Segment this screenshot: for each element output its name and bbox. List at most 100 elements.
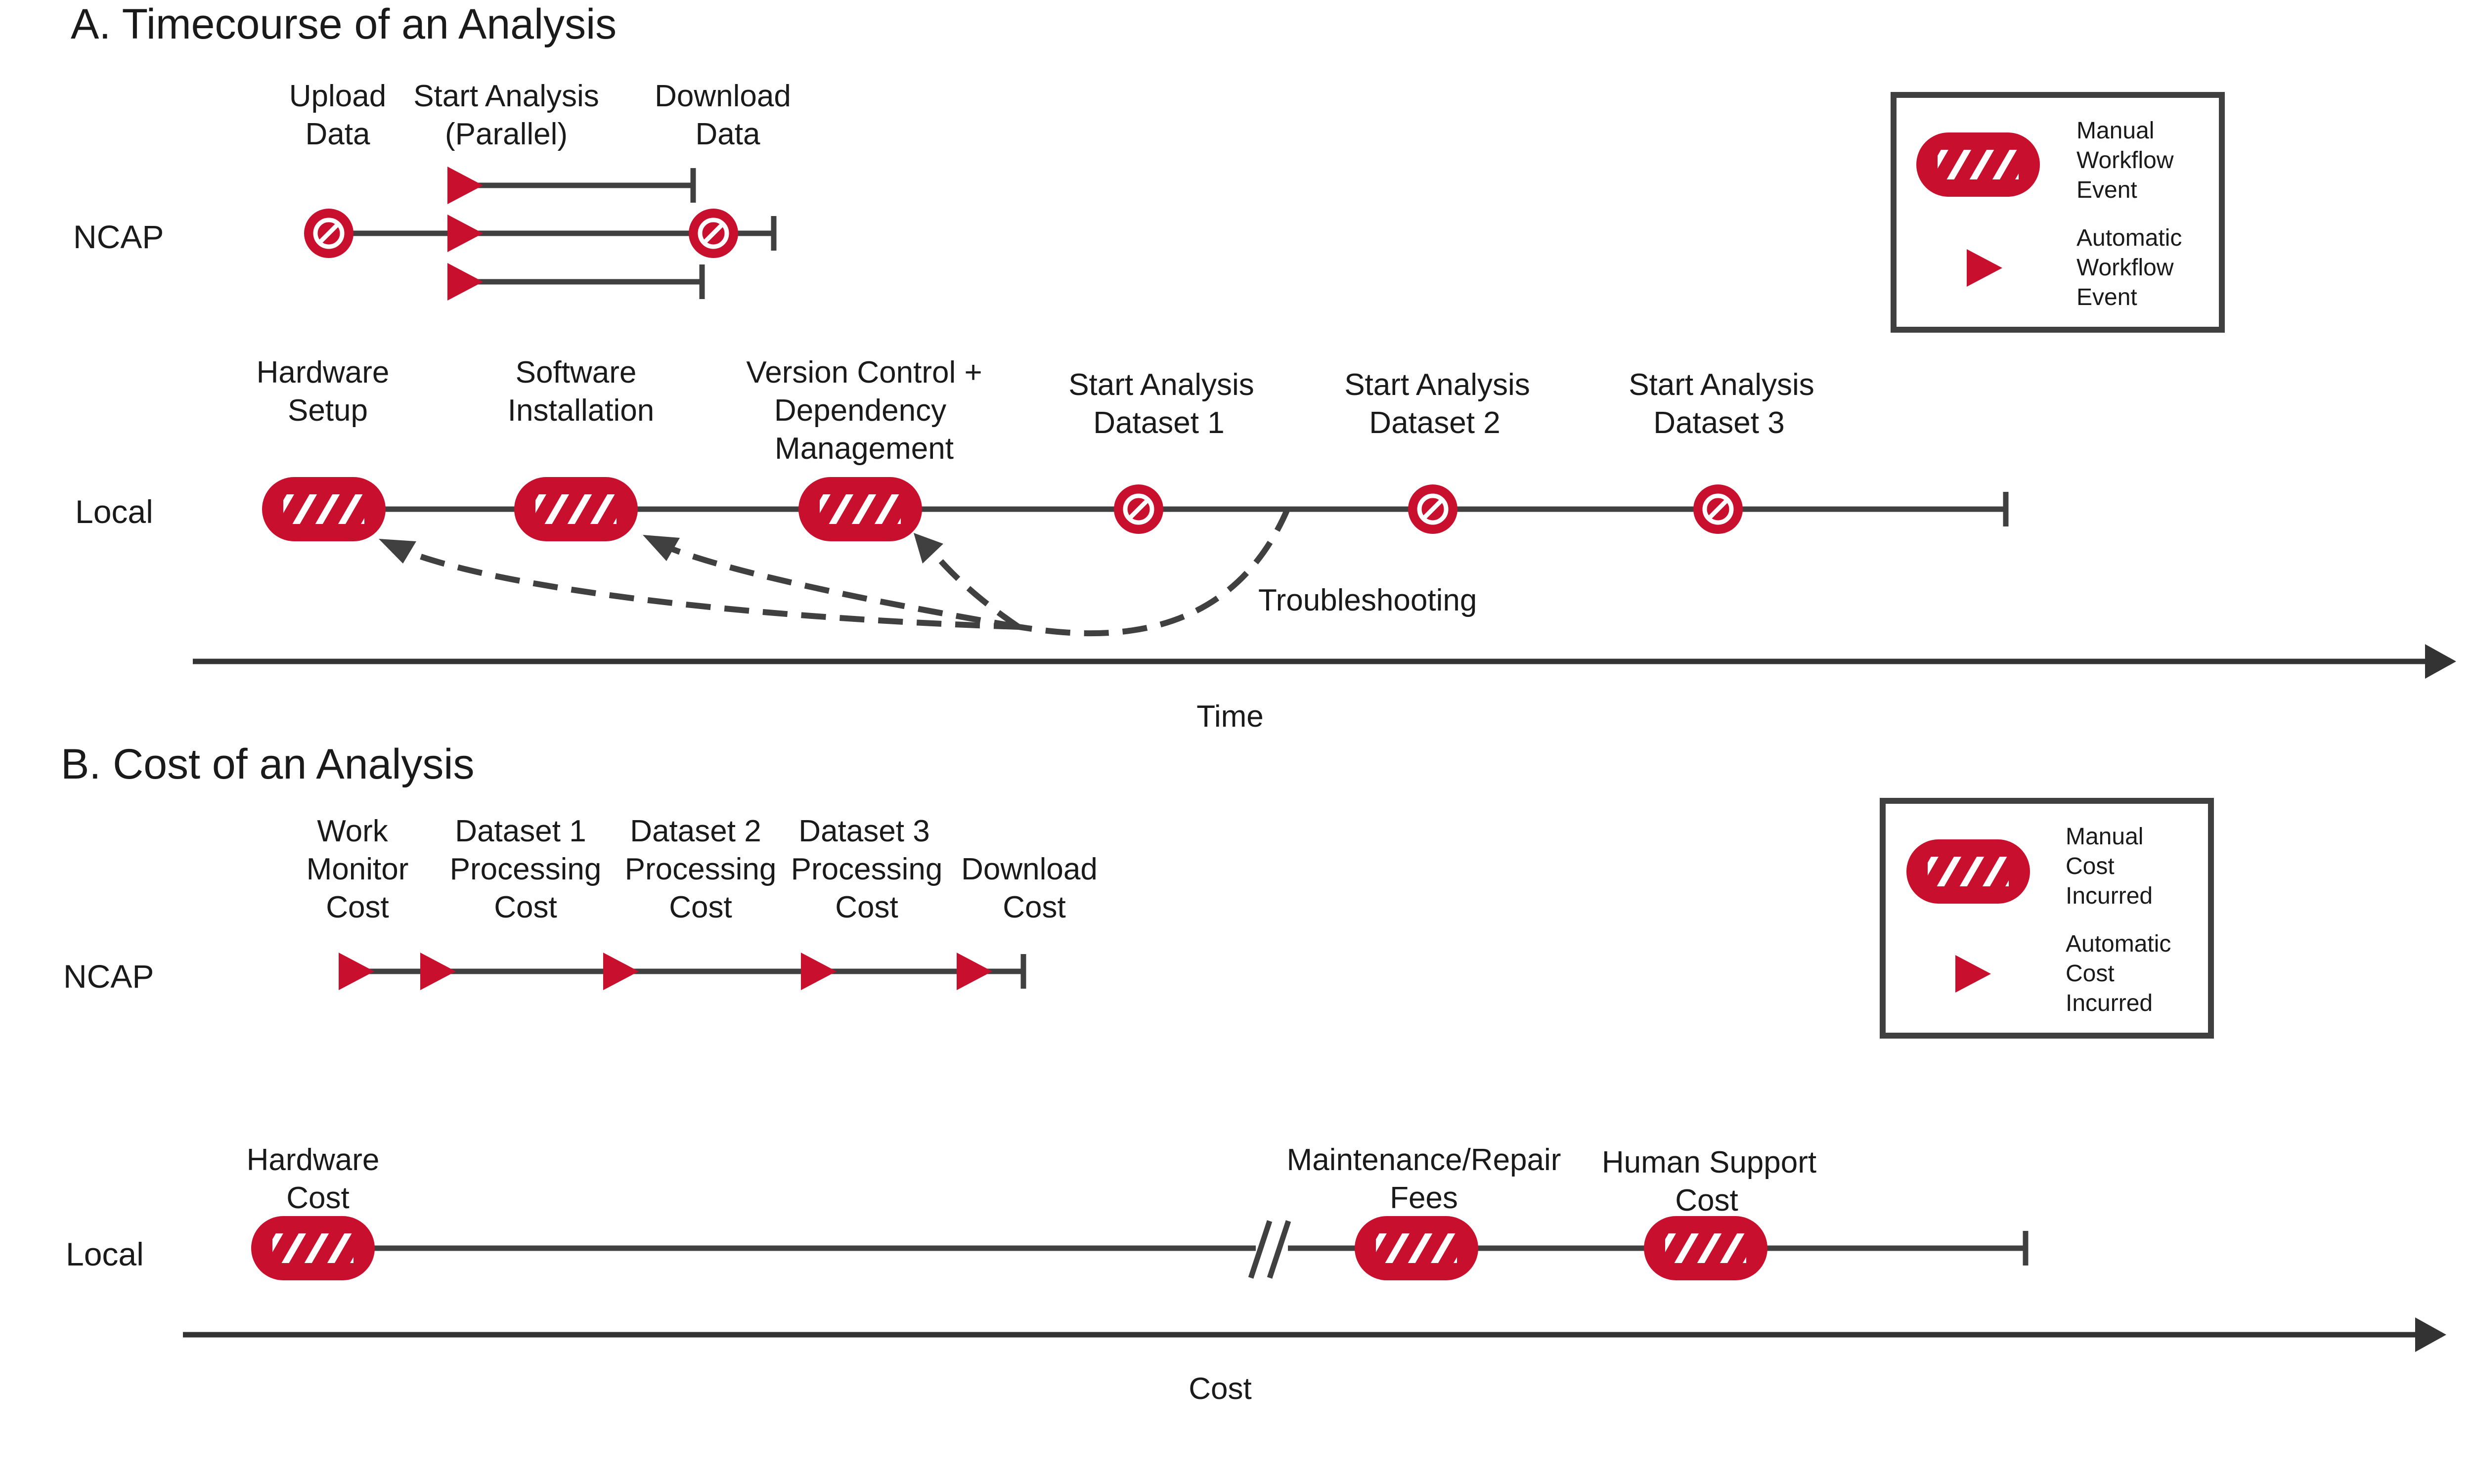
time-axis-label: Time (1196, 699, 1263, 734)
local-b-label-human-1: Human Support (1602, 1145, 1816, 1179)
ncap-event-label-download-2: Data (696, 117, 760, 151)
legend-a-automatic-icon (1967, 249, 2002, 287)
local-b-label-human-2: Cost (1675, 1183, 1738, 1218)
troubleshooting-arrowhead-software (643, 535, 680, 561)
legend-a-manual-1: Manual (2076, 118, 2154, 144)
human-support-cost-marker (1644, 1216, 1767, 1280)
local-b-label-hardware-2: Cost (286, 1181, 349, 1215)
local-label-dataset1-1: Start Analysis (1068, 368, 1254, 402)
ncap-b-label-ds1-2: Processing (450, 852, 602, 886)
start-analysis-marker-2 (447, 215, 483, 252)
cost-axis-arrowhead (2415, 1317, 2446, 1352)
cost-axis-label: Cost (1189, 1372, 1251, 1406)
legend-b-manual-3: Incurred (2066, 883, 2153, 909)
ncap-b-label-ds3-3: Cost (835, 890, 898, 924)
ncap-event-label-upload: Upload (289, 79, 386, 113)
legend-b-manual-1: Manual (2066, 824, 2143, 850)
cost-axis: Cost (183, 1317, 2446, 1406)
panel-a-local-event-labels: Hardware Setup Software Installation Ver… (257, 355, 1814, 466)
ncap-b-label-ds2-2: Processing (625, 852, 777, 886)
ncap-b-label-monitor-1: Work (317, 814, 389, 848)
legend-a-manual-icon (1916, 132, 2040, 197)
axis-break-mark-1 (1248, 1220, 1273, 1279)
panel-b-title: B. Cost of an Analysis (61, 741, 475, 788)
local-label-software-2: Installation (508, 393, 654, 428)
ncap-b-label-ds1-1: Dataset 1 (455, 814, 586, 848)
download-data-marker (689, 209, 738, 258)
legend-a-automatic-2: Workflow (2076, 255, 2174, 281)
panel-a-title: A. Timecourse of an Analysis (71, 0, 617, 48)
panel-a-legend: Manual Workflow Event Automatic Workflow… (1891, 92, 2225, 333)
local-b-label-maintenance-1: Maintenance/Repair (1287, 1143, 1561, 1177)
local-label-hardware-2: Setup (288, 393, 368, 428)
dataset2-marker (1408, 484, 1457, 534)
work-monitor-cost-marker (339, 953, 374, 990)
troubleshooting-origin-path (1018, 507, 1291, 637)
hardware-setup-marker (262, 477, 386, 541)
troubleshooting-arrowhead-hardware (379, 539, 416, 564)
local-label-version-3: Management (775, 432, 954, 466)
ncap-b-label-download-3: Cost (1003, 890, 1065, 924)
troubleshooting-path-version (927, 546, 1020, 629)
panel-a-ncap-event-labels: Upload Data Start Analysis (Parallel) Do… (289, 79, 791, 151)
ncap-b-label-ds3-1: Dataset 3 (798, 814, 929, 848)
panel-a-ncap-timeline (304, 167, 777, 301)
software-installation-marker (514, 477, 638, 541)
troubleshooting-path-hardware (398, 546, 1019, 630)
legend-a-manual-2: Workflow (2076, 147, 2174, 174)
legend-b-automatic-2: Cost (2066, 960, 2115, 987)
legend-b-automatic-3: Incurred (2066, 990, 2153, 1016)
ncap-event-label-upload-2: Data (306, 117, 370, 151)
troubleshooting-path-software (663, 543, 1019, 630)
ncap-b-label-monitor-2: Monitor (307, 852, 409, 886)
panel-a-local-timeline (262, 477, 2009, 541)
panel-b-local-row-label: Local (66, 1236, 144, 1272)
ncap-b-label-ds2-1: Dataset 2 (630, 814, 761, 848)
legend-a-frame (1891, 92, 2225, 333)
ncap-event-label-start: Start Analysis (413, 79, 599, 113)
local-label-software-1: Software (516, 355, 637, 390)
local-b-label-maintenance-2: Fees (1390, 1181, 1458, 1215)
legend-b-manual-icon (1906, 839, 2030, 904)
legend-b-automatic-icon (1955, 955, 1991, 993)
download-cost-marker (957, 953, 992, 990)
legend-a-manual-3: Event (2076, 177, 2137, 203)
maintenance-fees-marker (1355, 1216, 1478, 1280)
ncap-event-label-download: Download (655, 79, 791, 113)
ncap-event-label-start-2: (Parallel) (445, 117, 568, 151)
troubleshooting-paths: Troubleshooting (379, 507, 1477, 637)
time-axis-arrowhead (2425, 644, 2456, 679)
dataset1-cost-marker (420, 953, 456, 990)
panel-b-ncap-timeline (339, 953, 1026, 990)
legend-a-automatic-3: Event (2076, 284, 2137, 310)
legend-b-automatic-1: Automatic (2066, 931, 2171, 957)
ncap-b-label-ds3-2: Processing (791, 852, 943, 886)
panel-a-local-row-label: Local (75, 493, 153, 530)
local-label-dataset2-2: Dataset 2 (1369, 406, 1500, 440)
version-control-marker (798, 477, 922, 541)
troubleshooting-arrowhead-version (914, 533, 943, 564)
local-label-hardware-1: Hardware (257, 355, 390, 390)
panel-b-legend: Manual Cost Incurred Automatic Cost Incu… (1880, 798, 2214, 1039)
panel-b-ncap-event-labels: Work Monitor Cost Dataset 1 Processing C… (307, 814, 1098, 924)
hardware-cost-marker (251, 1216, 375, 1280)
start-analysis-marker-1 (447, 167, 483, 204)
panel-b-local-timeline (251, 1216, 2029, 1280)
local-b-label-hardware-1: Hardware (247, 1143, 380, 1177)
local-label-version-1: Version Control + (746, 355, 982, 390)
dataset3-cost-marker (801, 953, 837, 990)
legend-b-frame (1880, 798, 2214, 1039)
local-label-dataset1-2: Dataset 1 (1093, 406, 1224, 440)
dataset3-marker (1693, 484, 1743, 534)
dataset2-cost-marker (603, 953, 639, 990)
panel-a-ncap-row-label: NCAP (73, 218, 164, 255)
dataset1-marker (1114, 484, 1163, 534)
panel-b-local-event-labels: Hardware Cost Maintenance/Repair Fees Hu… (247, 1143, 1817, 1218)
local-label-dataset3-2: Dataset 3 (1653, 406, 1784, 440)
start-analysis-marker-3 (447, 263, 483, 301)
troubleshooting-label: Troubleshooting (1258, 583, 1477, 617)
time-axis: Time (193, 644, 2456, 734)
ncap-b-label-download-2: Download (961, 852, 1098, 886)
local-label-version-2: Dependency (774, 393, 946, 428)
